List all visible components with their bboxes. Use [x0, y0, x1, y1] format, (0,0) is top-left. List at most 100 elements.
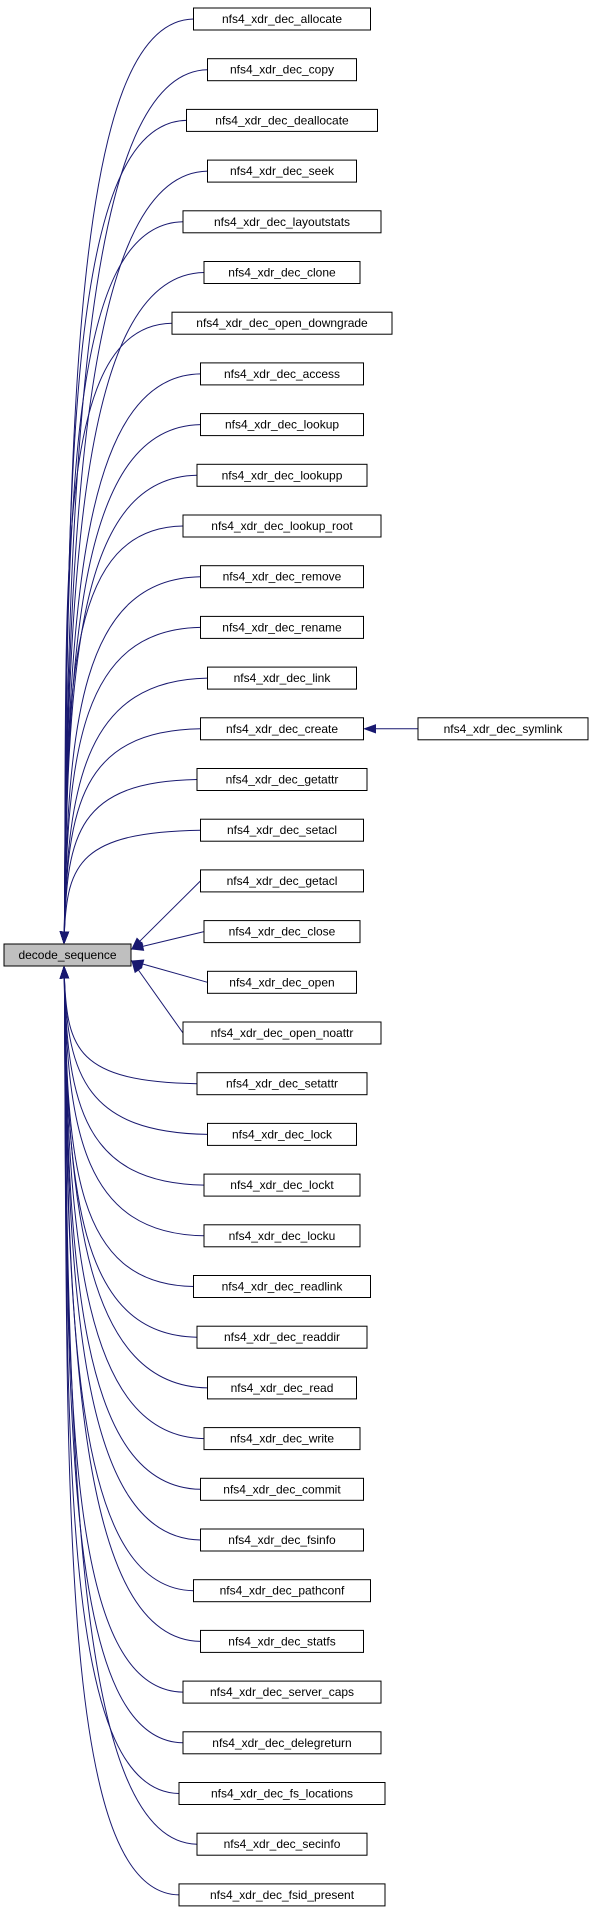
node-label: nfs4_xdr_dec_readlink	[222, 1280, 344, 1294]
caller-node-nfs4-xdr-dec-link[interactable]: nfs4_xdr_dec_link	[207, 666, 357, 690]
caller-node-nfs4-xdr-dec-getacl[interactable]: nfs4_xdr_dec_getacl	[200, 869, 364, 893]
edge-nfs4-xdr-dec-readdir	[63, 977, 198, 1338]
caller-node-nfs4-xdr-dec-secinfo[interactable]: nfs4_xdr_dec_secinfo	[196, 1832, 368, 1856]
node-box	[196, 1072, 368, 1096]
caller-node-nfs4-xdr-dec-symlink[interactable]: nfs4_xdr_dec_symlink	[417, 717, 589, 741]
node-box	[207, 1376, 357, 1400]
node-box	[196, 463, 368, 487]
caller-node-nfs4-xdr-dec-copy[interactable]: nfs4_xdr_dec_copy	[207, 58, 357, 82]
node-label: nfs4_xdr_dec_open_noattr	[211, 1026, 354, 1040]
node-box	[193, 1275, 371, 1298]
caller-node-nfs4-xdr-dec-readdir[interactable]: nfs4_xdr_dec_readdir	[196, 1325, 368, 1349]
caller-node-nfs4-xdr-dec-deallocate[interactable]: nfs4_xdr_dec_deallocate	[186, 108, 378, 132]
caller-node-nfs4-xdr-dec-write[interactable]: nfs4_xdr_dec_write	[203, 1427, 361, 1451]
caller-node-nfs4-xdr-dec-allocate[interactable]: nfs4_xdr_dec_allocate	[193, 7, 371, 31]
node-label: nfs4_xdr_dec_fs_locations	[211, 1787, 353, 1801]
caller-node-nfs4-xdr-dec-layoutstats[interactable]: nfs4_xdr_dec_layoutstats	[182, 210, 382, 234]
node-label: nfs4_xdr_dec_setattr	[226, 1077, 338, 1091]
caller-node-nfs4-xdr-dec-close[interactable]: nfs4_xdr_dec_close	[203, 920, 361, 944]
node-label: nfs4_xdr_dec_remove	[223, 570, 342, 584]
node-label: nfs4_xdr_dec_lockt	[230, 1178, 334, 1192]
caller-node-nfs4-xdr-dec-fsid-present[interactable]: nfs4_xdr_dec_fsid_present	[178, 1883, 386, 1907]
caller-node-nfs4-xdr-dec-pathconf[interactable]: nfs4_xdr_dec_pathconf	[193, 1579, 371, 1603]
edge-nfs4-xdr-dec-open-noattr	[137, 969, 184, 1034]
edge-nfs4-xdr-dec-create	[63, 728, 201, 933]
caller-node-nfs4-xdr-dec-getattr[interactable]: nfs4_xdr_dec_getattr	[196, 768, 368, 791]
node-box	[203, 261, 361, 284]
caller-node-nfs4-xdr-dec-lookup[interactable]: nfs4_xdr_dec_lookup	[200, 413, 364, 437]
node-label: nfs4_xdr_dec_clone	[228, 266, 336, 280]
caller-node-nfs4-xdr-dec-fsinfo[interactable]: nfs4_xdr_dec_fsinfo	[200, 1528, 364, 1552]
node-label: nfs4_xdr_dec_lookup	[225, 418, 339, 432]
caller-node-nfs4-xdr-dec-access[interactable]: nfs4_xdr_dec_access	[200, 362, 364, 386]
node-box	[200, 869, 364, 893]
caller-node-nfs4-xdr-dec-setacl[interactable]: nfs4_xdr_dec_setacl	[200, 818, 364, 842]
caller-node-nfs4-xdr-dec-rename[interactable]: nfs4_xdr_dec_rename	[200, 615, 364, 639]
node-label: nfs4_xdr_dec_seek	[230, 164, 335, 178]
edge-nfs4-xdr-dec-secinfo	[63, 977, 198, 1845]
node-box	[200, 1629, 364, 1653]
arrowhead	[59, 965, 70, 979]
edge-nfs4-xdr-dec-lookup-root	[63, 525, 184, 933]
caller-node-nfs4-xdr-dec-seek[interactable]: nfs4_xdr_dec_seek	[207, 159, 357, 183]
node-label: nfs4_xdr_dec_copy	[230, 63, 334, 77]
edge-nfs4-xdr-dec-lockt	[63, 977, 205, 1186]
node-box	[193, 7, 371, 31]
caller-node-nfs4-xdr-dec-statfs[interactable]: nfs4_xdr_dec_statfs	[200, 1629, 364, 1653]
edge-nfs4-xdr-dec-write	[63, 977, 205, 1440]
caller-node-nfs4-xdr-dec-open[interactable]: nfs4_xdr_dec_open	[207, 970, 357, 994]
caller-node-nfs4-xdr-dec-delegreturn[interactable]: nfs4_xdr_dec_delegreturn	[182, 1731, 382, 1755]
edge-nfs4-xdr-dec-locku	[63, 977, 205, 1237]
edge-nfs4-xdr-dec-deallocate	[63, 119, 187, 933]
caller-node-nfs4-xdr-dec-create[interactable]: nfs4_xdr_dec_create	[200, 717, 364, 741]
root-node[interactable]: decode_sequence	[3, 943, 132, 967]
node-label: nfs4_xdr_dec_readdir	[224, 1330, 340, 1344]
caller-node-nfs4-xdr-dec-lock[interactable]: nfs4_xdr_dec_lock	[207, 1122, 357, 1146]
edge-nfs4-xdr-dec-remove	[63, 576, 201, 933]
node-box	[203, 920, 361, 944]
node-box	[207, 666, 357, 690]
edge-nfs4-xdr-dec-open	[142, 963, 208, 983]
edge-nfs4-xdr-dec-open-downgrade	[63, 322, 173, 933]
caller-node-nfs4-xdr-dec-open-downgrade[interactable]: nfs4_xdr_dec_open_downgrade	[171, 311, 393, 335]
caller-node-nfs4-xdr-dec-clone[interactable]: nfs4_xdr_dec_clone	[203, 261, 361, 284]
node-box	[207, 58, 357, 82]
edge-nfs4-xdr-dec-setacl	[63, 829, 201, 933]
root-node-label: decode_sequence	[18, 948, 116, 962]
caller-node-nfs4-xdr-dec-read[interactable]: nfs4_xdr_dec_read	[207, 1376, 357, 1400]
node-box	[207, 970, 357, 994]
caller-node-nfs4-xdr-dec-fs-locations[interactable]: nfs4_xdr_dec_fs_locations	[178, 1782, 386, 1805]
caller-node-nfs4-xdr-dec-server-caps[interactable]: nfs4_xdr_dec_server_caps	[182, 1680, 382, 1704]
node-box	[200, 1528, 364, 1552]
edge-nfs4-xdr-dec-setattr	[63, 977, 198, 1085]
node-box	[186, 108, 378, 132]
node-label: nfs4_xdr_dec_delegreturn	[212, 1736, 351, 1750]
nodes-layer: nfs4_xdr_dec_allocate nfs4_xdr_dec_copynf…	[171, 7, 589, 1907]
caller-node-nfs4-xdr-dec-open-noattr[interactable]: nfs4_xdr_dec_open_noattr	[182, 1021, 382, 1045]
node-box	[171, 311, 393, 335]
caller-node-nfs4-xdr-dec-lookupp[interactable]: nfs4_xdr_dec_lookupp	[196, 463, 368, 487]
node-label: nfs4_xdr_dec_open_downgrade	[196, 316, 368, 330]
node-box	[178, 1883, 386, 1907]
node-box	[200, 717, 364, 741]
caller-node-nfs4-xdr-dec-setattr[interactable]: nfs4_xdr_dec_setattr	[196, 1072, 368, 1096]
edge-nfs4-xdr-dec-layoutstats	[63, 221, 184, 933]
caller-node-nfs4-xdr-dec-readlink[interactable]: nfs4_xdr_dec_readlink	[193, 1275, 371, 1298]
caller-node-nfs4-xdr-dec-locku[interactable]: nfs4_xdr_dec_locku	[203, 1224, 361, 1248]
caller-node-nfs4-xdr-dec-lookup-root[interactable]: nfs4_xdr_dec_lookup_root	[182, 514, 382, 538]
node-label: nfs4_xdr_dec_layoutstats	[214, 215, 350, 229]
node-label: nfs4_xdr_dec_link	[234, 671, 332, 685]
node-label: nfs4_xdr_dec_symlink	[444, 722, 564, 736]
caller-node-nfs4-xdr-dec-lockt[interactable]: nfs4_xdr_dec_lockt	[203, 1173, 361, 1197]
caller-node-nfs4-xdr-dec-remove[interactable]: nfs4_xdr_dec_remove	[200, 565, 364, 589]
node-box	[203, 1427, 361, 1451]
node-label: nfs4_xdr_dec_read	[231, 1381, 334, 1395]
node-box	[207, 159, 357, 183]
edge-nfs4-xdr-dec-lock	[63, 977, 208, 1135]
caller-node-nfs4-xdr-dec-commit[interactable]: nfs4_xdr_dec_commit	[200, 1477, 364, 1501]
node-label: nfs4_xdr_dec_deallocate	[215, 113, 349, 127]
node-label: nfs4_xdr_dec_server_caps	[210, 1685, 354, 1699]
node-label: nfs4_xdr_dec_pathconf	[220, 1584, 345, 1598]
node-box	[207, 1122, 357, 1146]
arrowhead	[59, 931, 70, 945]
